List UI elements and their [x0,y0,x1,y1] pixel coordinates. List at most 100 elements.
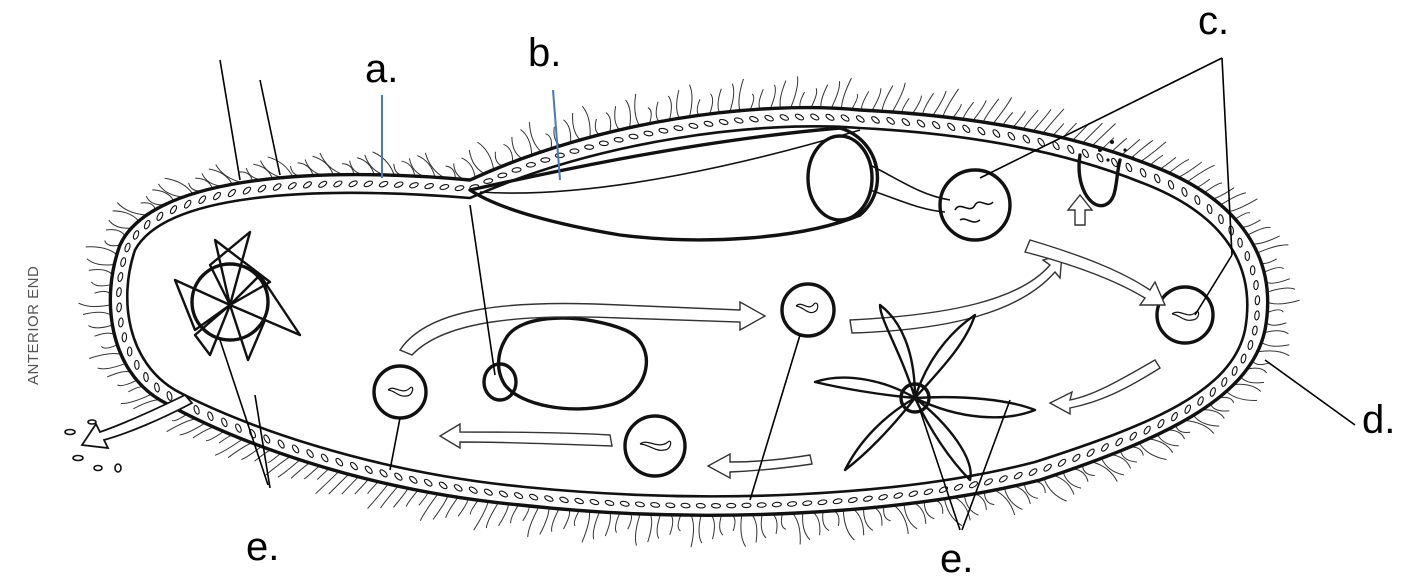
cilium [1213,188,1234,199]
trichocyst [320,453,329,463]
cilium [1053,123,1064,135]
label-e-right: e. [940,537,973,580]
trichocyst [863,495,873,502]
cilium [648,514,652,542]
cilium [1234,384,1261,391]
trichocyst [1221,377,1228,387]
trichocyst [379,180,389,188]
trichocyst [1206,204,1212,214]
cilium [1257,245,1288,253]
cilium [1003,112,1012,125]
trichocyst [585,145,594,150]
trichocyst [749,115,759,122]
cilium [101,345,117,348]
cilium [406,490,418,506]
cilium [317,469,329,480]
cilium [305,159,323,175]
cilium [862,91,869,110]
trichocyst [394,472,404,481]
cilium [1024,484,1038,499]
trichocyst [318,180,328,188]
cilium [1268,300,1300,304]
cilium [495,152,503,166]
cilium [615,106,620,130]
trichocyst [555,153,564,158]
trichocyst [901,118,911,127]
trichocyst [1252,326,1258,336]
cilium [953,104,961,118]
trichocyst [1194,195,1201,205]
trichocyst [1255,296,1260,305]
cilium [89,270,113,275]
cilium [902,98,909,113]
cilium [1014,486,1030,504]
cilium [523,506,529,521]
trichocyst [1143,425,1152,435]
trichocyst [498,490,508,498]
cilium [316,472,339,494]
cilium [83,312,111,315]
cilium [87,259,114,265]
trichocyst [349,461,358,471]
trichocyst [992,129,1001,139]
trichocyst [166,391,173,401]
trichocyst [833,498,843,504]
cilium [1266,279,1290,284]
trichocyst [1096,153,1104,163]
cilium [540,508,549,534]
trichocyst [599,141,608,146]
trichocyst [1181,187,1188,197]
trichocyst [855,115,865,124]
trichocyst [529,493,539,501]
trichocyst [348,180,358,188]
trichocyst [719,119,729,126]
cilium [984,492,994,505]
cilium [635,94,640,126]
cilium [593,512,599,539]
trichocyst [118,318,123,327]
cilium [105,241,120,246]
cilium [720,515,723,535]
trichocyst [818,499,828,505]
trichocyst [127,347,131,356]
cilium [95,333,115,336]
cilium [656,102,659,122]
trichocyst [1125,162,1133,172]
cilium [1063,472,1081,488]
cytoplasmic-streaming-arrows [400,195,1165,478]
cilium [91,282,111,286]
trichocyst [116,287,122,297]
trichocyst [574,497,584,504]
cilium [563,120,570,143]
trichocyst [1028,468,1038,477]
trichocyst [570,149,579,153]
cilium [172,414,187,420]
cilium [545,134,551,149]
cilium [1258,351,1290,356]
cilium [1261,259,1277,264]
cilium [699,515,702,543]
trichocyst [810,113,820,121]
cilium [635,514,640,546]
trichocyst [1072,453,1081,462]
cilium [88,325,112,328]
cilium [393,488,408,507]
macronucleus [499,318,647,409]
cilium [582,511,590,542]
contractile-vacuole-left [175,232,300,360]
label-d: d. [1362,398,1395,442]
trichocyst [272,183,282,192]
trichocyst [154,383,160,393]
trichocyst [1022,134,1031,144]
cilium [615,513,619,533]
trichocyst [947,122,956,131]
trichocyst [825,113,835,121]
cilium [206,431,224,440]
trichocyst [614,137,623,142]
cilium [648,108,651,124]
trichocyst [1218,214,1224,224]
cilium [342,477,359,494]
cilium [1150,156,1163,166]
trichocyst [379,469,389,478]
cilium [780,81,786,108]
